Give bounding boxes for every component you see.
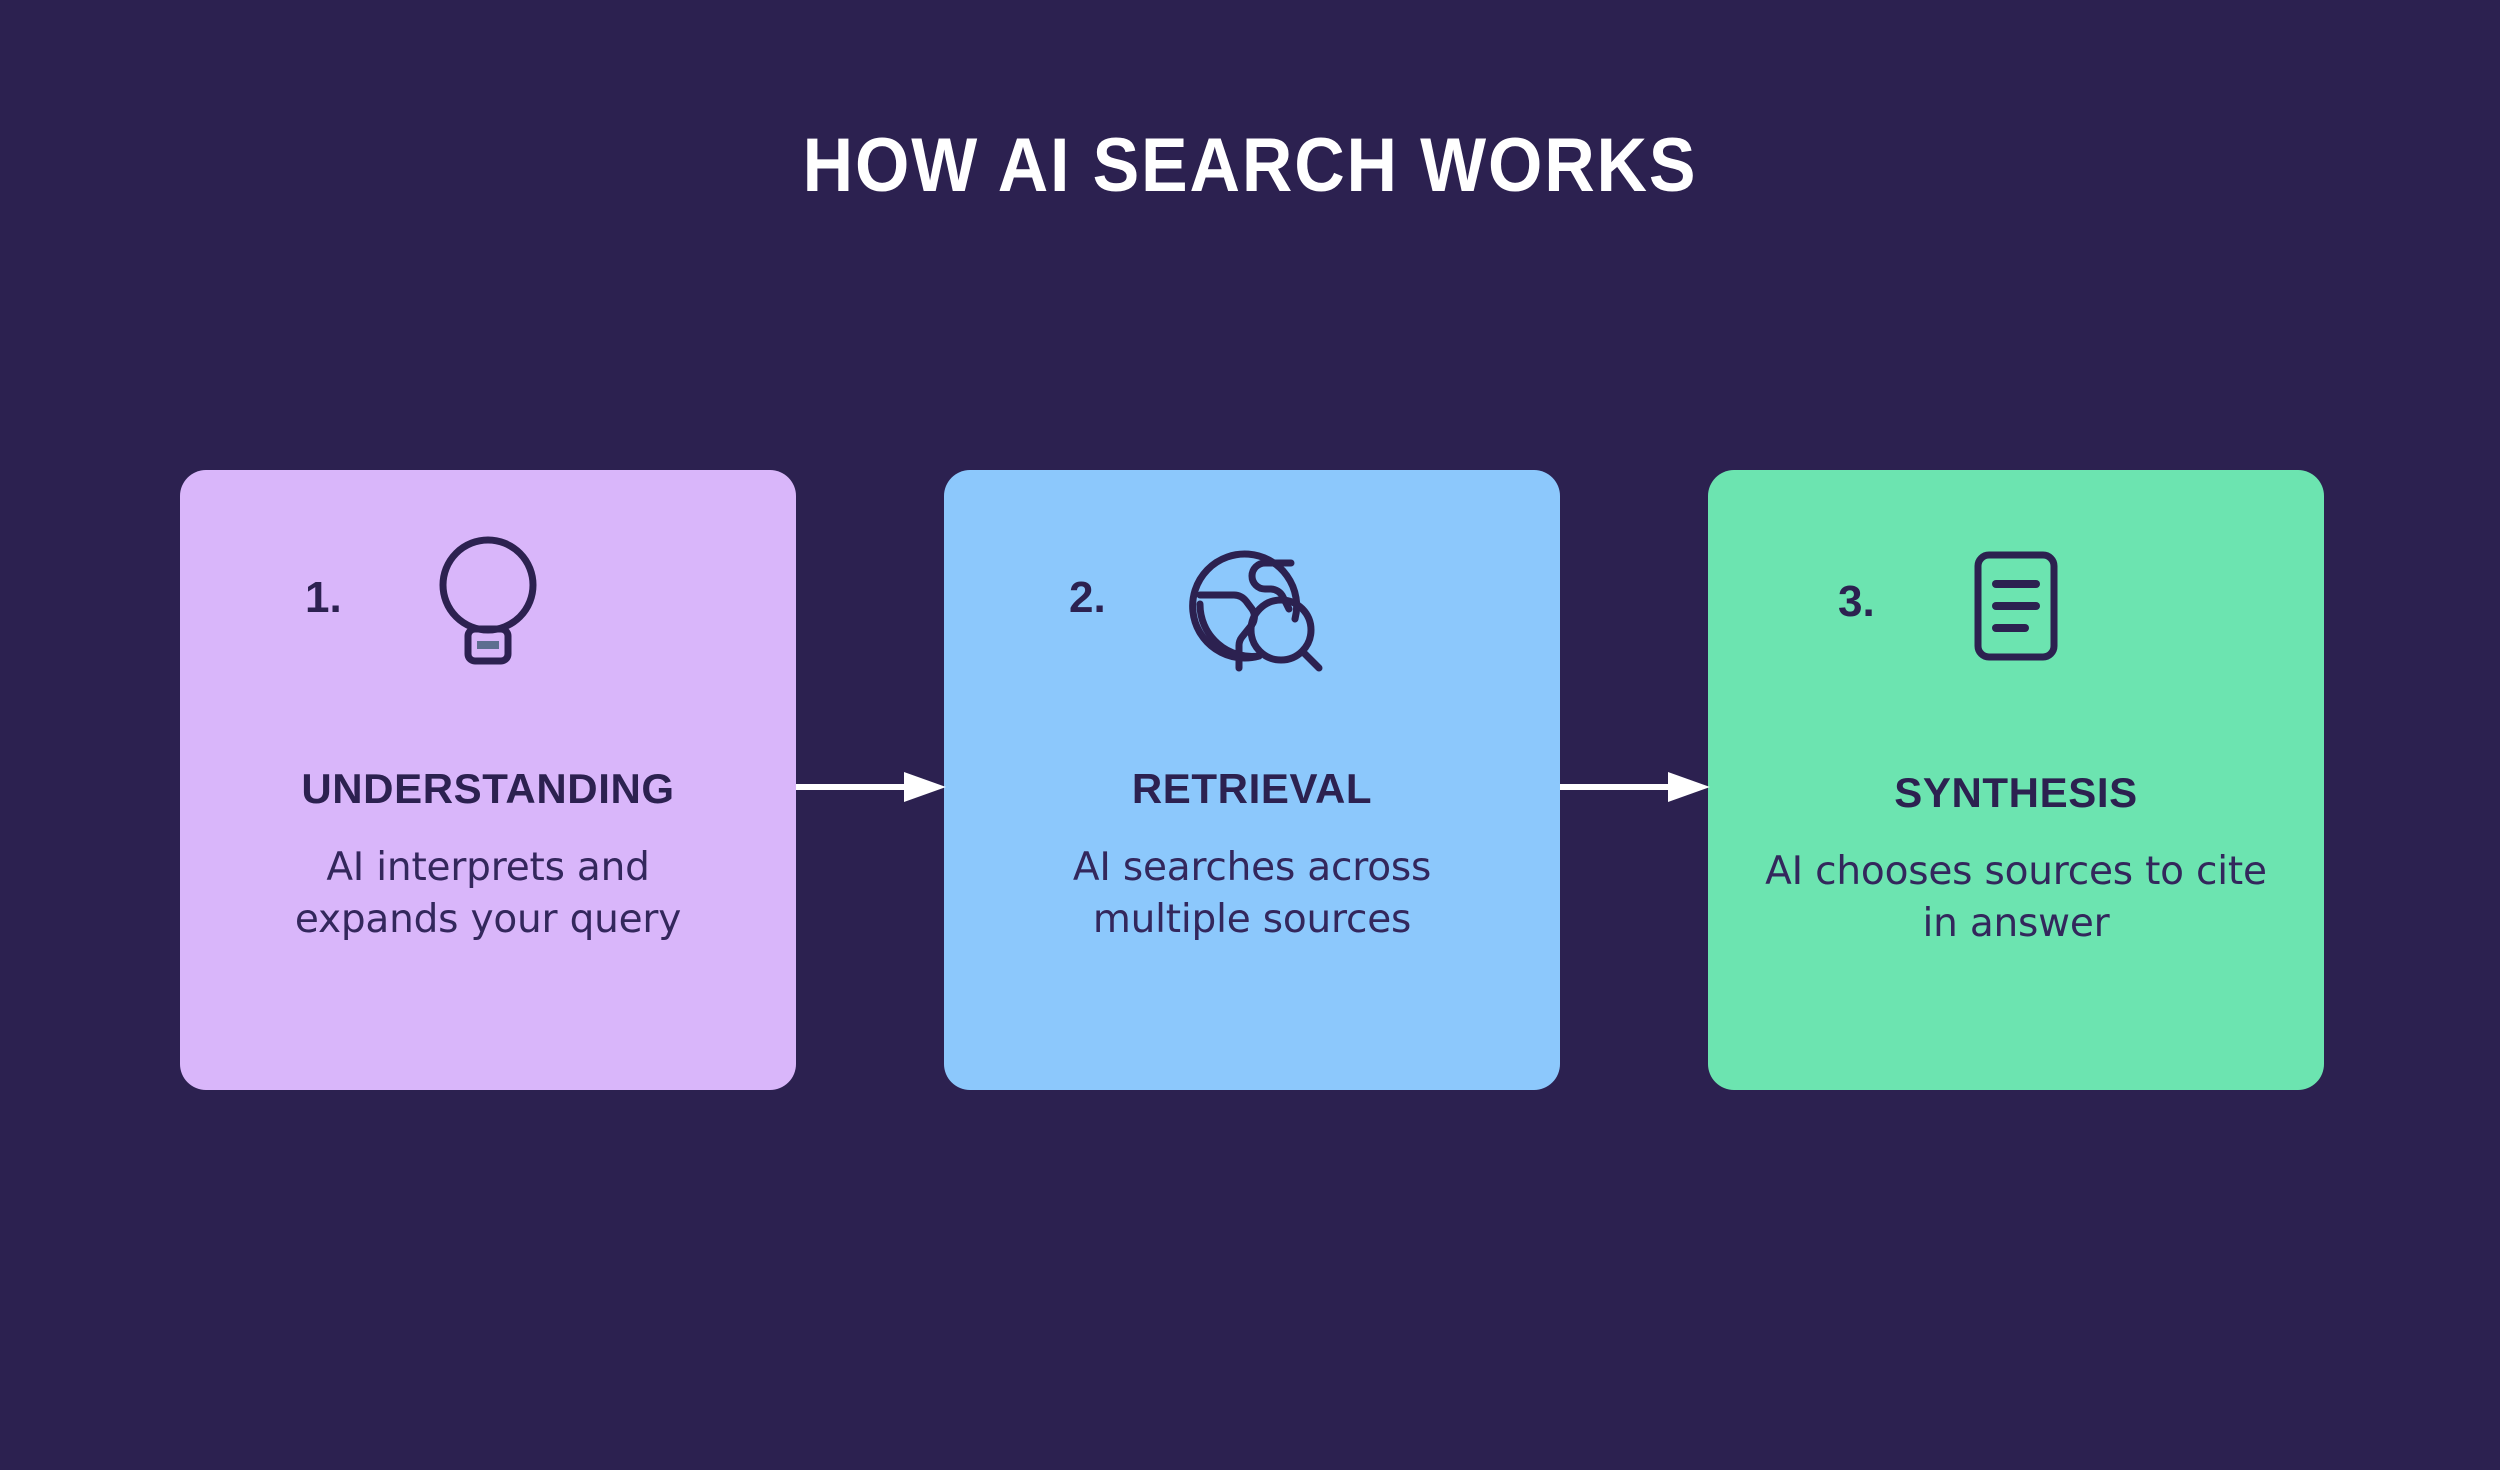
arrow-step2-to-step3 <box>1560 770 1710 804</box>
step-number: 2. <box>1069 573 1106 622</box>
page-title: HOW AI SEARCH WORKS <box>802 123 1698 208</box>
step-description: AI searches across multiple sources <box>1072 845 1432 942</box>
step-title: UNDERSTANDING <box>301 765 675 812</box>
step-card-retrieval[interactable]: 2. RETRIEVAL <box>944 470 1560 1090</box>
lightbulb-icon <box>413 522 563 682</box>
step-title: RETRIEVAL <box>1131 765 1373 812</box>
step-card-header: 1. <box>180 470 796 700</box>
step-description: AI chooses sources to cite in answer <box>1765 849 2267 946</box>
steps-row: 1. UNDERSTANDING AI interprets and expan… <box>0 470 2500 1090</box>
step-description: AI interprets and expands your query <box>294 845 682 942</box>
step-card-header: 2. <box>944 470 1560 700</box>
globe-search-icon <box>1177 522 1327 682</box>
step-number: 1. <box>305 573 342 622</box>
step-card-synthesis[interactable]: 3. SYNTHESIS AI chooses sources to cite … <box>1708 470 2324 1090</box>
step-card-understanding[interactable]: 1. UNDERSTANDING AI interprets and expan… <box>180 470 796 1090</box>
document-lines-icon <box>1941 526 2091 686</box>
step-title: SYNTHESIS <box>1894 769 2138 816</box>
arrow-step1-to-step2 <box>796 770 946 804</box>
step-number: 3. <box>1838 577 1875 626</box>
step-card-header: 3. <box>1708 470 2324 700</box>
